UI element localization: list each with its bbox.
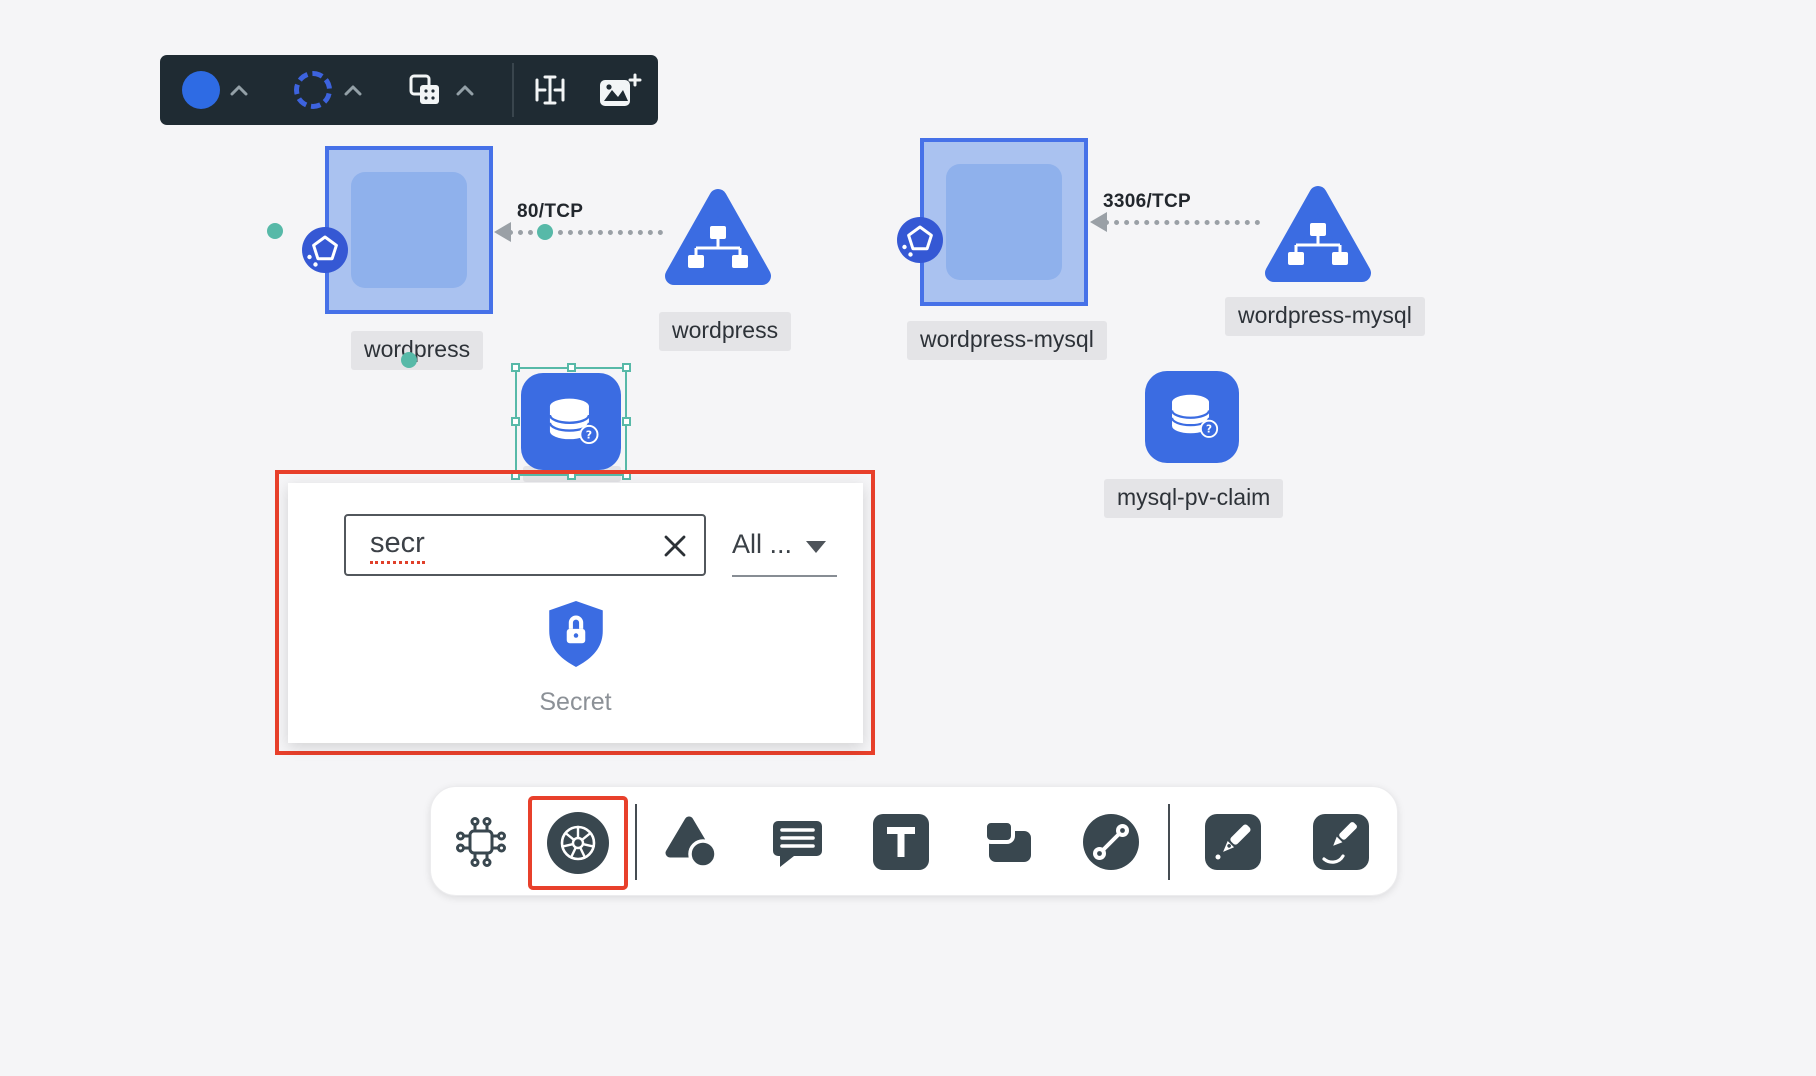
node-label: wordpress — [351, 331, 483, 370]
edge-line — [1104, 220, 1260, 225]
selection-box[interactable] — [515, 367, 627, 476]
node-label: wordpress — [659, 312, 791, 351]
resize-handle[interactable] — [567, 363, 576, 372]
pod-node-wordpress-mysql[interactable] — [920, 138, 1088, 306]
circuit-icon[interactable] — [453, 814, 509, 870]
pvc-node-mysql[interactable]: ? — [1145, 371, 1239, 463]
category-filter-dropdown[interactable]: All ... — [732, 529, 792, 560]
style-toolbar — [160, 55, 658, 125]
chevron-up-icon[interactable] — [230, 84, 248, 96]
chevron-down-icon[interactable] — [806, 541, 826, 553]
chevron-up-icon[interactable] — [456, 84, 474, 96]
chevron-up-icon[interactable] — [344, 84, 362, 96]
signature-pen-icon[interactable] — [1313, 814, 1369, 870]
edge-line — [508, 230, 663, 235]
node-label: mysql-pv-claim — [1104, 479, 1283, 518]
fill-color-swatch-icon[interactable] — [182, 71, 220, 109]
resize-handle[interactable] — [511, 363, 520, 372]
secret-shield-icon — [545, 599, 607, 669]
text-icon[interactable] — [873, 814, 929, 870]
frame-icon[interactable] — [980, 814, 1036, 870]
search-result-secret[interactable]: Secret — [288, 599, 863, 717]
toolbar-divider — [512, 63, 514, 117]
comment-icon[interactable] — [768, 814, 824, 870]
resize-handle[interactable] — [511, 417, 520, 426]
service-node-wordpress[interactable] — [660, 181, 776, 299]
search-input-value: secr — [370, 527, 425, 564]
shape-picker-popup: secr All ... Secret — [288, 483, 863, 743]
resize-handle[interactable] — [622, 363, 631, 372]
resize-handle[interactable] — [622, 417, 631, 426]
connection-handle[interactable] — [537, 224, 553, 240]
connection-handle[interactable] — [401, 352, 417, 368]
text-width-icon[interactable] — [532, 72, 568, 108]
svg-text:?: ? — [1206, 424, 1212, 436]
shapes-icon[interactable] — [663, 814, 719, 870]
add-image-icon[interactable] — [598, 72, 642, 108]
pod-inner-shape — [351, 172, 467, 288]
edge-arrowhead-icon — [1090, 212, 1107, 232]
kubernetes-wheel-icon[interactable] — [547, 812, 609, 874]
service-node-wordpress-mysql[interactable] — [1260, 178, 1376, 296]
clear-search-icon[interactable] — [662, 533, 688, 559]
pen-icon[interactable] — [1205, 814, 1261, 870]
dock-divider — [1168, 804, 1170, 880]
search-input[interactable]: secr — [344, 514, 706, 576]
dropdown-underline — [732, 575, 837, 577]
persistent-volume-claim-icon: ? — [1155, 380, 1229, 454]
edge-label: 3306/TCP — [1103, 191, 1191, 213]
dock-divider — [635, 804, 637, 880]
category-filter-value: All ... — [732, 529, 792, 559]
result-label: Secret — [288, 688, 863, 717]
edge-label: 80/TCP — [517, 201, 583, 223]
connection-handle[interactable] — [267, 223, 283, 239]
layers-pattern-icon[interactable] — [408, 73, 442, 107]
pod-node-wordpress[interactable] — [325, 146, 493, 314]
pod-badge-icon[interactable] — [302, 227, 348, 273]
node-label: wordpress-mysql — [907, 321, 1107, 360]
edge-arrowhead-icon — [494, 222, 511, 242]
node-label: wordpress-mysql — [1225, 297, 1425, 336]
border-style-swatch-icon[interactable] — [294, 71, 332, 109]
connector-icon[interactable] — [1083, 814, 1139, 870]
tool-dock — [430, 786, 1398, 896]
pod-inner-shape — [946, 164, 1062, 280]
pod-badge-icon[interactable] — [897, 217, 943, 263]
